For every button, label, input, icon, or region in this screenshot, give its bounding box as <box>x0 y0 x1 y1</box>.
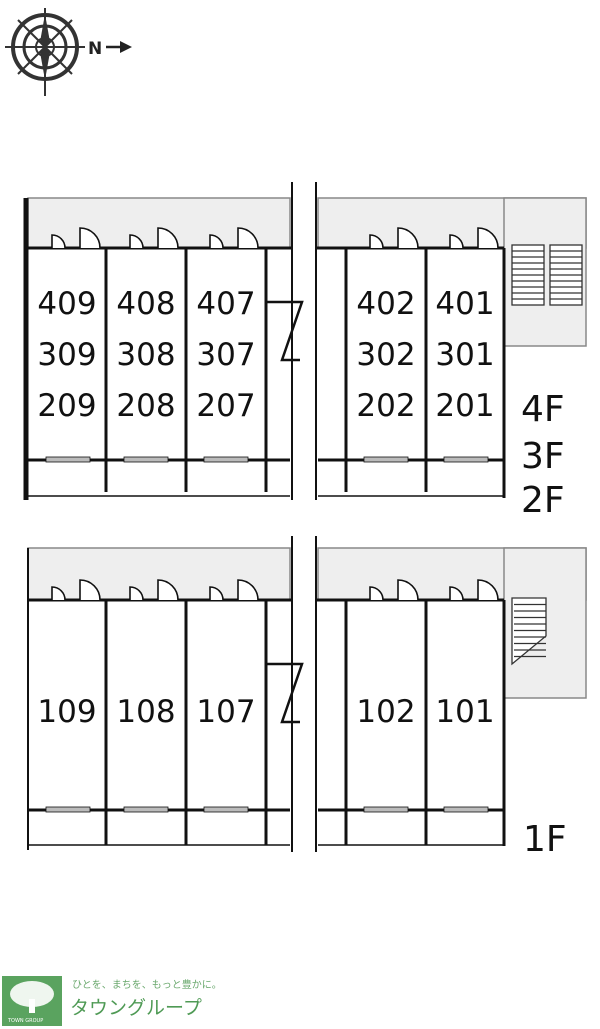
door-icon <box>209 234 224 249</box>
unit-number-202: 202 <box>356 388 415 424</box>
north-label: N <box>88 39 102 59</box>
window <box>363 456 409 463</box>
door-icon <box>397 579 419 601</box>
door-icon <box>449 586 464 601</box>
unit-number-209: 209 <box>37 388 96 424</box>
logo-tagline: ひとを、まちを、もっと豊かに。 <box>72 978 222 991</box>
door-icon <box>449 234 464 249</box>
compass-icon <box>5 8 85 96</box>
unit-number-107: 107 <box>196 694 255 730</box>
unit-number-301: 301 <box>435 337 494 373</box>
door-icon <box>369 234 384 249</box>
staircase-icon <box>511 244 583 306</box>
window <box>443 806 489 813</box>
break-symbol <box>266 662 304 724</box>
unit-number-307: 307 <box>196 337 255 373</box>
door-icon <box>79 227 101 249</box>
north-arrow-icon <box>106 41 132 53</box>
door-icon <box>51 234 66 249</box>
window <box>123 456 169 463</box>
door-icon <box>157 579 179 601</box>
unit-number-109: 109 <box>37 694 96 730</box>
window <box>203 456 249 463</box>
window <box>443 456 489 463</box>
window <box>45 456 91 463</box>
window <box>123 806 169 813</box>
door-icon <box>209 586 224 601</box>
window <box>203 806 249 813</box>
floor-label-3f: 3F <box>521 436 565 477</box>
unit-number-401: 401 <box>435 286 494 322</box>
unit-number-102: 102 <box>356 694 415 730</box>
floor-label-1f: 1F <box>523 819 567 860</box>
unit-number-408: 408 <box>116 286 175 322</box>
break-symbol <box>266 300 304 362</box>
door-icon <box>157 227 179 249</box>
door-icon <box>51 586 66 601</box>
logo-name: タウングループ <box>70 997 202 1019</box>
door-icon <box>237 227 259 249</box>
unit-number-101: 101 <box>435 694 494 730</box>
door-icon <box>129 586 144 601</box>
door-icon <box>79 579 101 601</box>
break-gap <box>292 185 316 505</box>
door-icon <box>369 586 384 601</box>
floor-label-2f: 2F <box>521 480 565 521</box>
window <box>45 806 91 813</box>
door-icon <box>477 579 499 601</box>
company-logo: TOWN GROUP ひとを、まちを、もっと豊かに。 タウングループ <box>2 976 222 1026</box>
break-gap <box>292 538 316 856</box>
unit-number-201: 201 <box>435 388 494 424</box>
door-icon <box>237 579 259 601</box>
unit-number-402: 402 <box>356 286 415 322</box>
unit-number-108: 108 <box>116 694 175 730</box>
door-icon <box>477 227 499 249</box>
floor-label-4f: 4F <box>521 389 565 430</box>
window <box>363 806 409 813</box>
unit-number-407: 407 <box>196 286 255 322</box>
unit-number-409: 409 <box>37 286 96 322</box>
staircase-icon <box>511 597 547 666</box>
upper-block: 409 309 209 408 308 208 407 307 207 402 302 202 401 3… <box>23 182 587 505</box>
lower-block: 109 108 107 102 101 <box>27 536 587 856</box>
unit-number-309: 309 <box>37 337 96 373</box>
logo-small-text: TOWN GROUP <box>7 1018 43 1024</box>
door-icon <box>397 227 419 249</box>
unit-number-308: 308 <box>116 337 175 373</box>
door-icon <box>129 234 144 249</box>
unit-number-302: 302 <box>356 337 415 373</box>
unit-number-207: 207 <box>196 388 255 424</box>
unit-number-208: 208 <box>116 388 175 424</box>
